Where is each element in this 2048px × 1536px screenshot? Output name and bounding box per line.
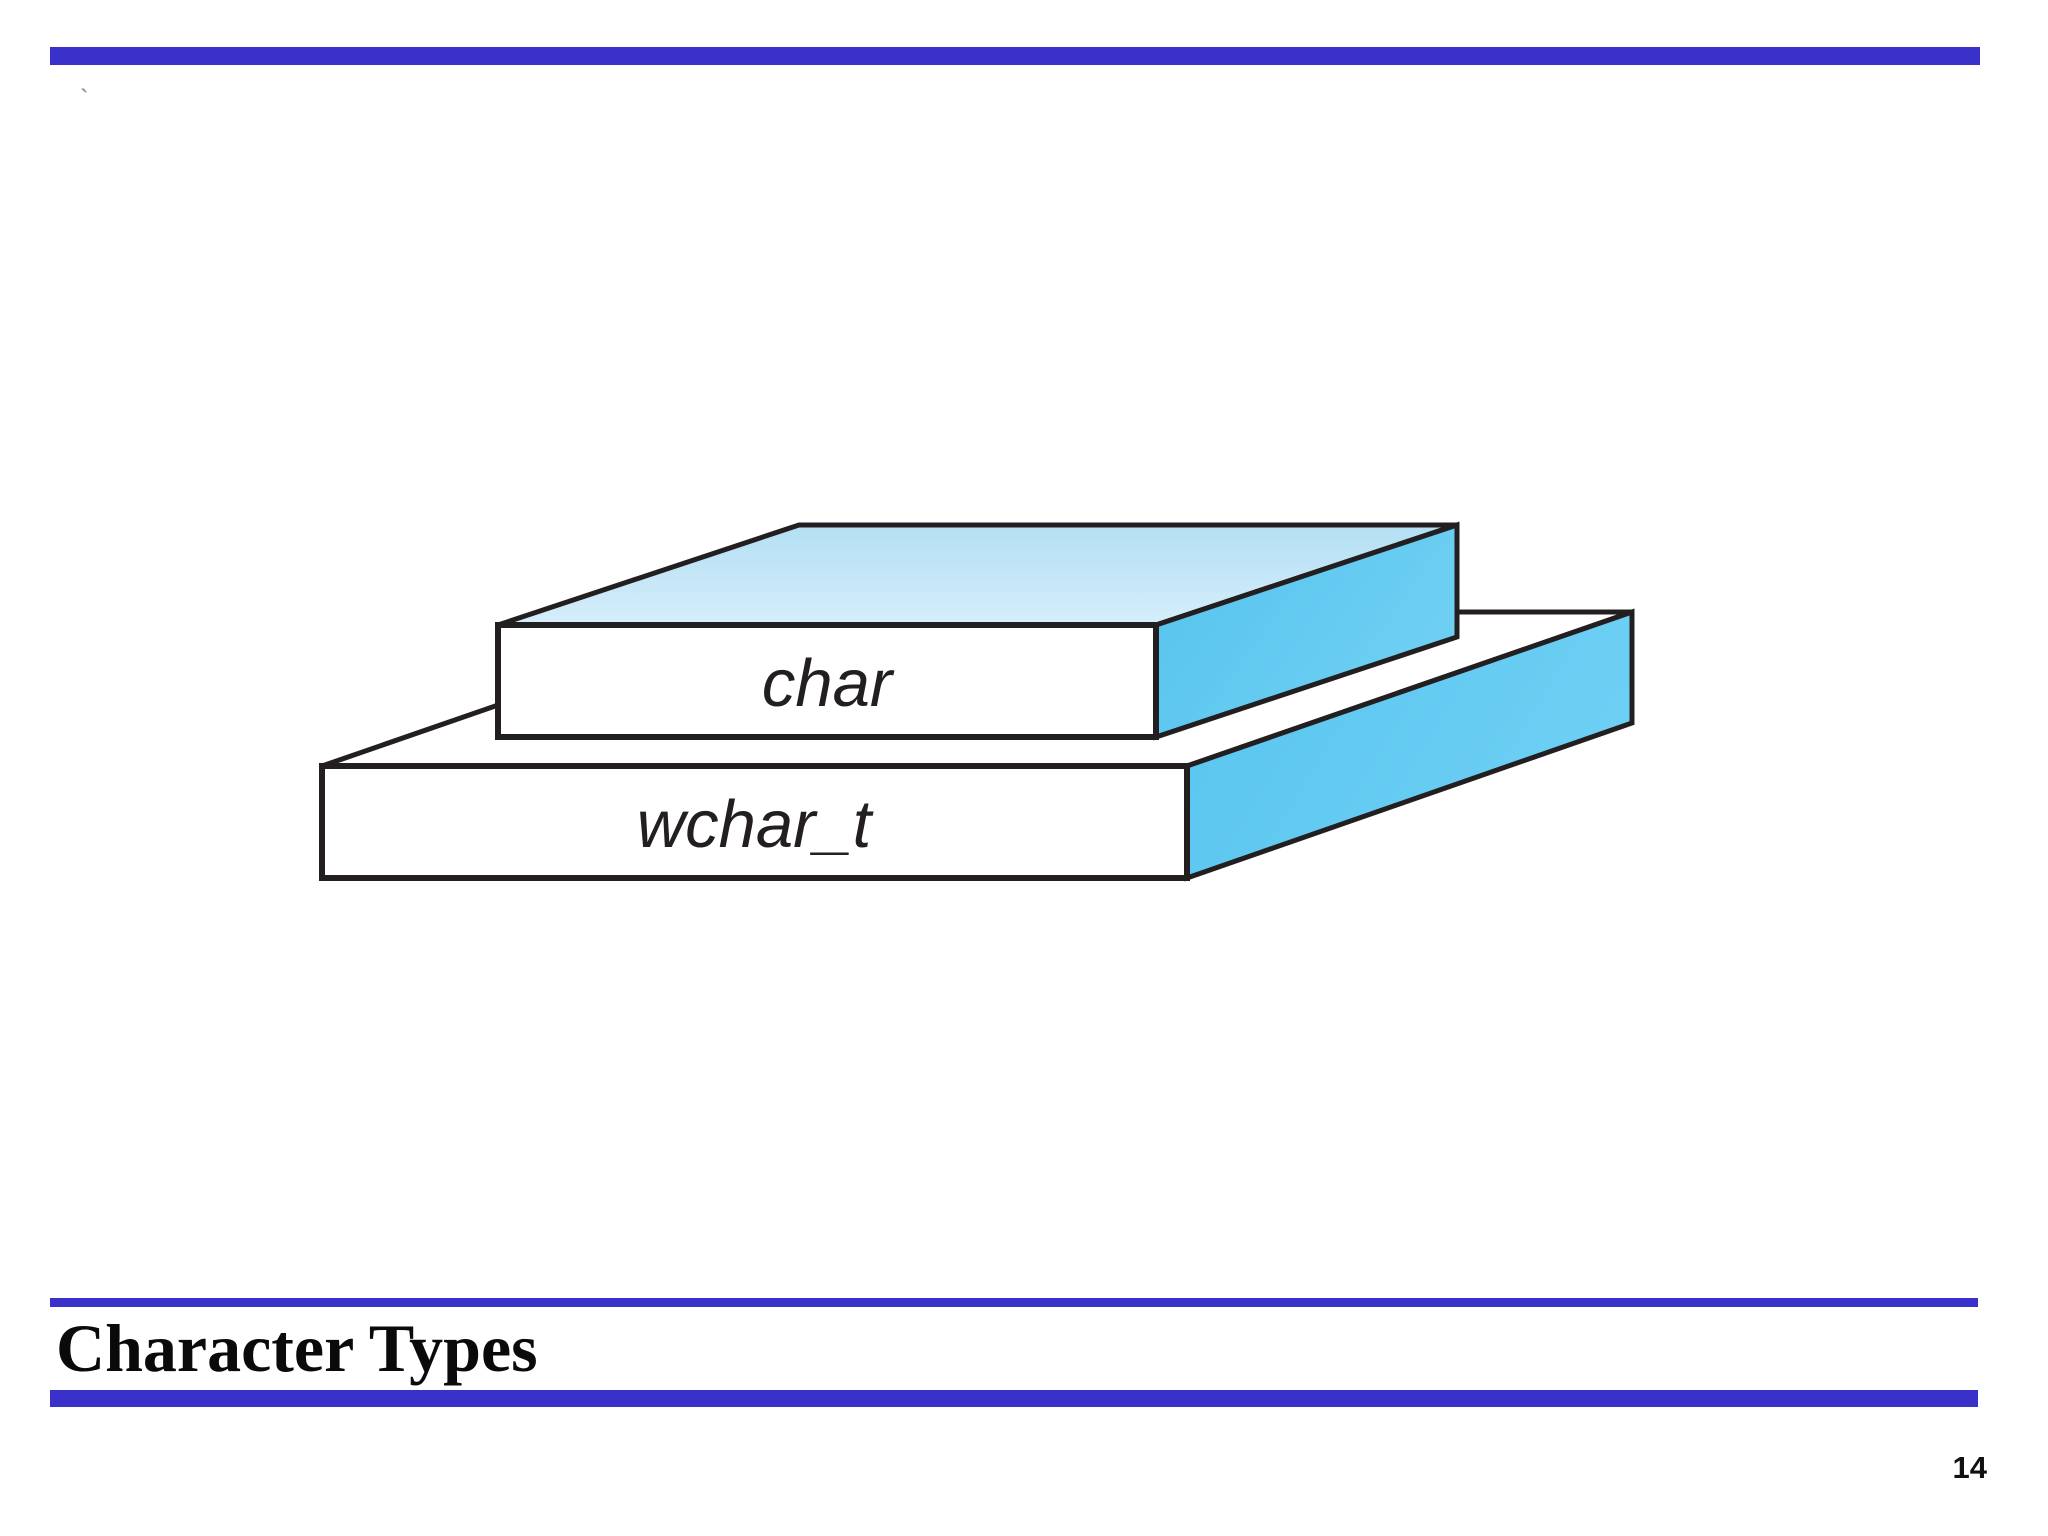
wchar-block-front-face <box>319 763 1190 881</box>
footer-rule-top <box>50 1298 1978 1307</box>
wchar-block-label: wchar_t <box>637 787 874 862</box>
char-block <box>495 521 1460 741</box>
slide-title: Character Types <box>56 1310 538 1386</box>
char-block-front-face <box>495 622 1159 740</box>
top-accent-bar <box>50 47 1980 65</box>
page-number: 14 <box>1952 1450 1987 1485</box>
char-block-label: char <box>762 646 895 721</box>
stray-mark: ` <box>80 84 89 114</box>
footer-rule-bottom <box>50 1390 1978 1407</box>
